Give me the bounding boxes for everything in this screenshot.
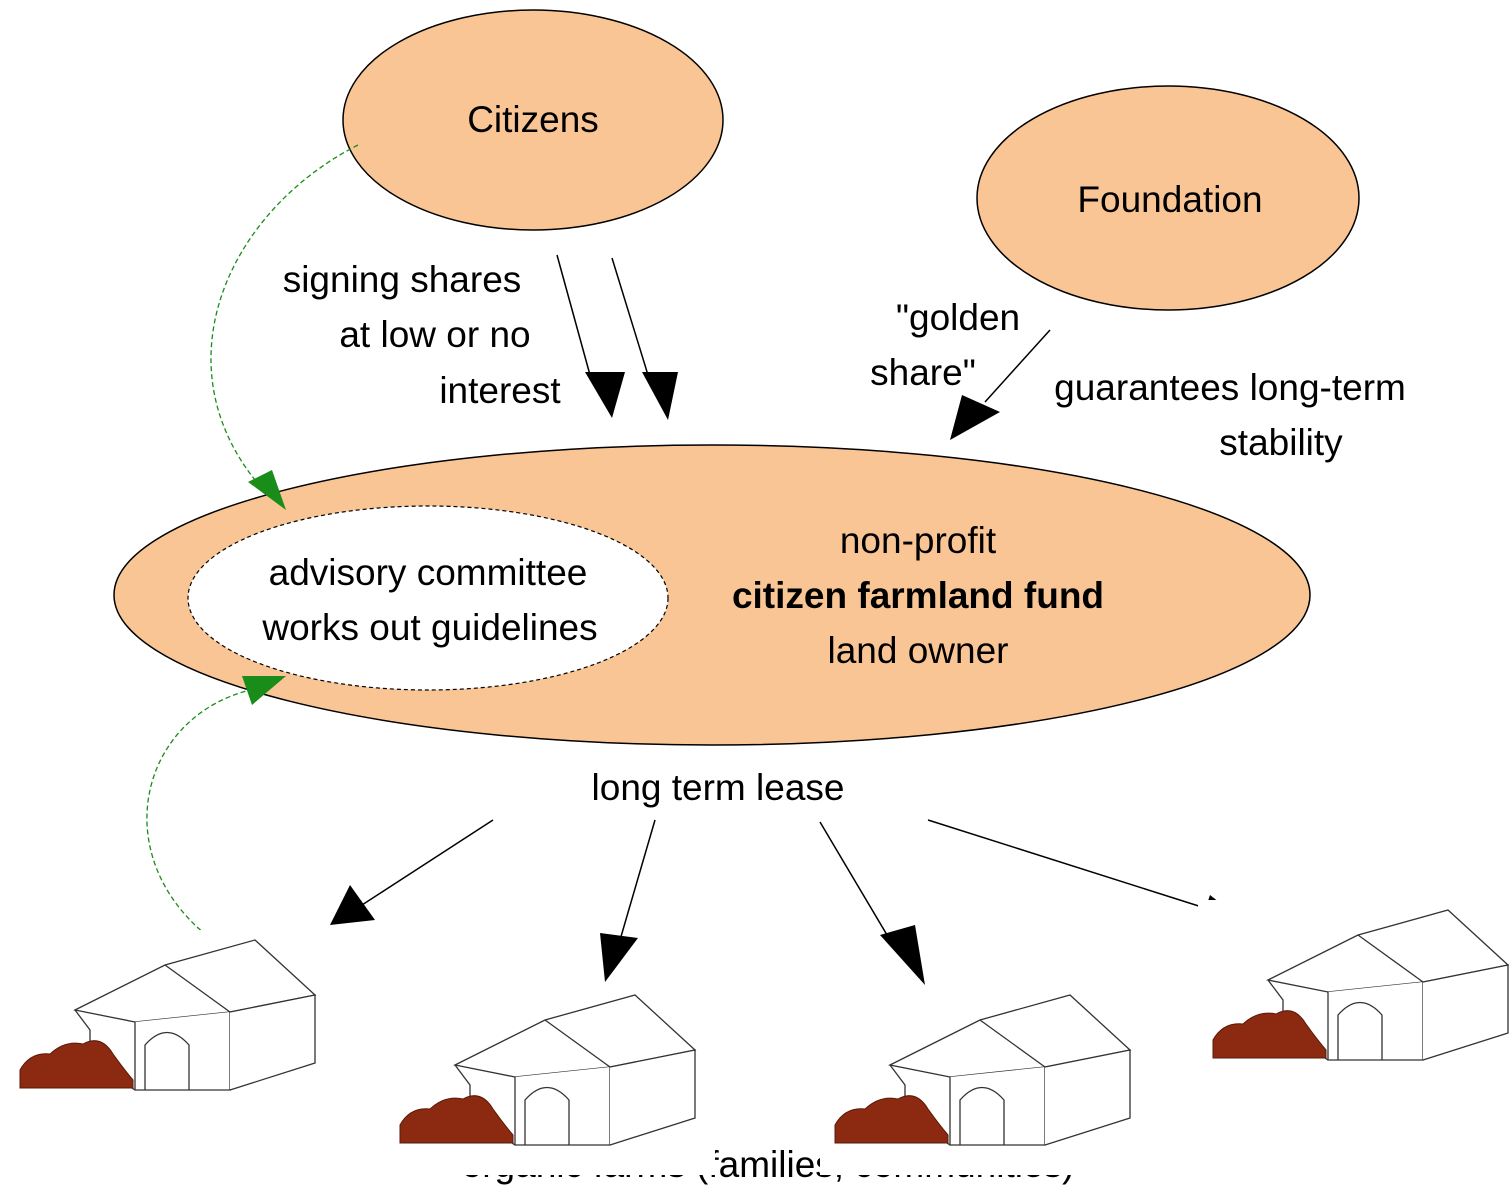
golden-share-arrowhead <box>950 395 1000 440</box>
foundation-ellipse <box>976 85 1360 311</box>
lease-arrow-3 <box>819 821 891 941</box>
advisory-ellipse <box>187 505 669 691</box>
farm-2 <box>384 984 716 1176</box>
shares-label-3: interest <box>439 370 561 411</box>
lease-arrowhead-3 <box>880 925 925 985</box>
shares-arrow-2 <box>611 257 649 376</box>
fund-label-2: citizen farmland fund <box>732 575 1104 616</box>
stability-label-1: guarantees long-term <box>1054 367 1406 408</box>
shares-arrow-1 <box>556 254 591 376</box>
farm-3 <box>819 984 1151 1176</box>
advisory-label-2: works out guidelines <box>261 607 597 648</box>
citizens-feedback-arrowhead <box>248 470 286 510</box>
farm-feedback-arrowhead <box>242 676 286 705</box>
lease-arrowhead-2 <box>600 933 638 982</box>
lease-arrow-4 <box>927 819 1206 909</box>
shares-label-2: at low or no <box>339 314 530 355</box>
foundation-label: Foundation <box>1077 179 1262 220</box>
lease-label: long term lease <box>592 767 845 808</box>
shares-arrowhead-2 <box>642 372 678 420</box>
stability-label-2: stability <box>1219 422 1343 463</box>
farm-feedback-arrow <box>146 689 251 959</box>
lease-arrowhead-1 <box>330 885 375 925</box>
citizens-ellipse <box>342 9 724 231</box>
farm-4 <box>1197 899 1509 1091</box>
advisory-label-1: advisory committee <box>269 552 588 593</box>
shares-label-1: signing shares <box>283 259 522 300</box>
fund-label-3: land owner <box>827 630 1008 671</box>
fund-label-1: non-profit <box>840 520 997 561</box>
lease-arrow-1 <box>361 819 494 906</box>
citizens-feedback-arrow <box>210 144 359 481</box>
golden-label-1: "golden <box>896 297 1020 338</box>
shares-arrowhead-1 <box>585 372 625 418</box>
lease-arrow-2 <box>619 819 656 941</box>
farm-1 <box>4 929 336 1121</box>
golden-share-arrow <box>984 329 1051 403</box>
citizens-label: Citizens <box>467 99 599 140</box>
golden-label-2: share" <box>870 352 976 393</box>
